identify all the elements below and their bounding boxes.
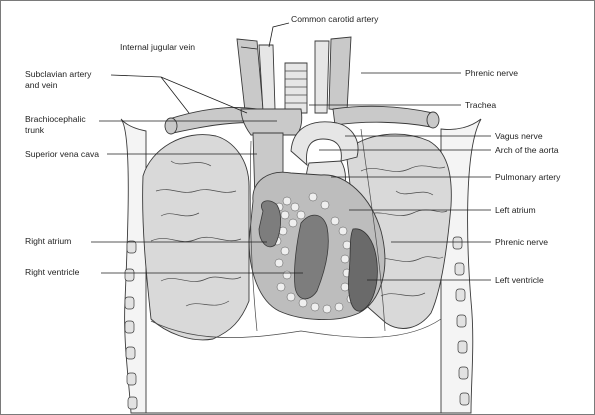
right-subclavian-end <box>164 117 178 135</box>
label-superior-vena-cava: Superior vena cava <box>25 149 99 159</box>
left-subclavian-end <box>426 111 440 129</box>
brachiocephalic-trunk <box>240 108 303 136</box>
label-internal-jugular-vein: Internal jugular vein <box>120 42 195 52</box>
label-vagus-nerve: Vagus nerve <box>495 131 543 141</box>
right-atrium <box>258 200 281 248</box>
leader-lines <box>91 22 491 281</box>
chest-wall <box>120 118 482 414</box>
label-brachiocephalic-line2: trunk <box>25 125 45 135</box>
label-pulmonary-artery: Pulmonary artery <box>495 172 561 182</box>
label-left-atrium: Left atrium <box>495 205 536 215</box>
label-phrenic-nerve-top: Phrenic nerve <box>465 68 518 78</box>
label-subclavian-line2: and vein <box>25 80 58 90</box>
left-common-carotid <box>314 40 330 114</box>
label-trachea: Trachea <box>465 100 496 110</box>
left-phrenic-nerve <box>360 128 386 332</box>
label-right-ventricle: Right ventricle <box>25 267 80 277</box>
label-arch-of-aorta: Arch of the aorta <box>495 145 559 155</box>
right-lung <box>142 134 250 341</box>
left-internal-jugular <box>328 36 352 112</box>
aortic-arch <box>290 121 359 167</box>
label-left-ventricle: Left ventricle <box>495 275 544 285</box>
left-subclavian <box>332 105 434 128</box>
left-ventricle <box>348 228 378 312</box>
trachea <box>284 62 308 114</box>
left-rib-segments <box>124 240 138 410</box>
label-brachiocephalic-line1: Brachiocephalic <box>25 114 86 124</box>
right-ventricle <box>294 214 329 300</box>
label-right-atrium: Right atrium <box>25 236 71 246</box>
diaphragm <box>150 318 442 338</box>
label-common-carotid-artery: Common carotid artery <box>291 14 379 24</box>
right-phrenic-nerve <box>249 140 258 332</box>
label-subclavian-line1: Subclavian artery <box>25 69 92 79</box>
label-phrenic-nerve-bottom: Phrenic nerve <box>495 237 548 247</box>
right-rib-segments <box>452 236 470 406</box>
